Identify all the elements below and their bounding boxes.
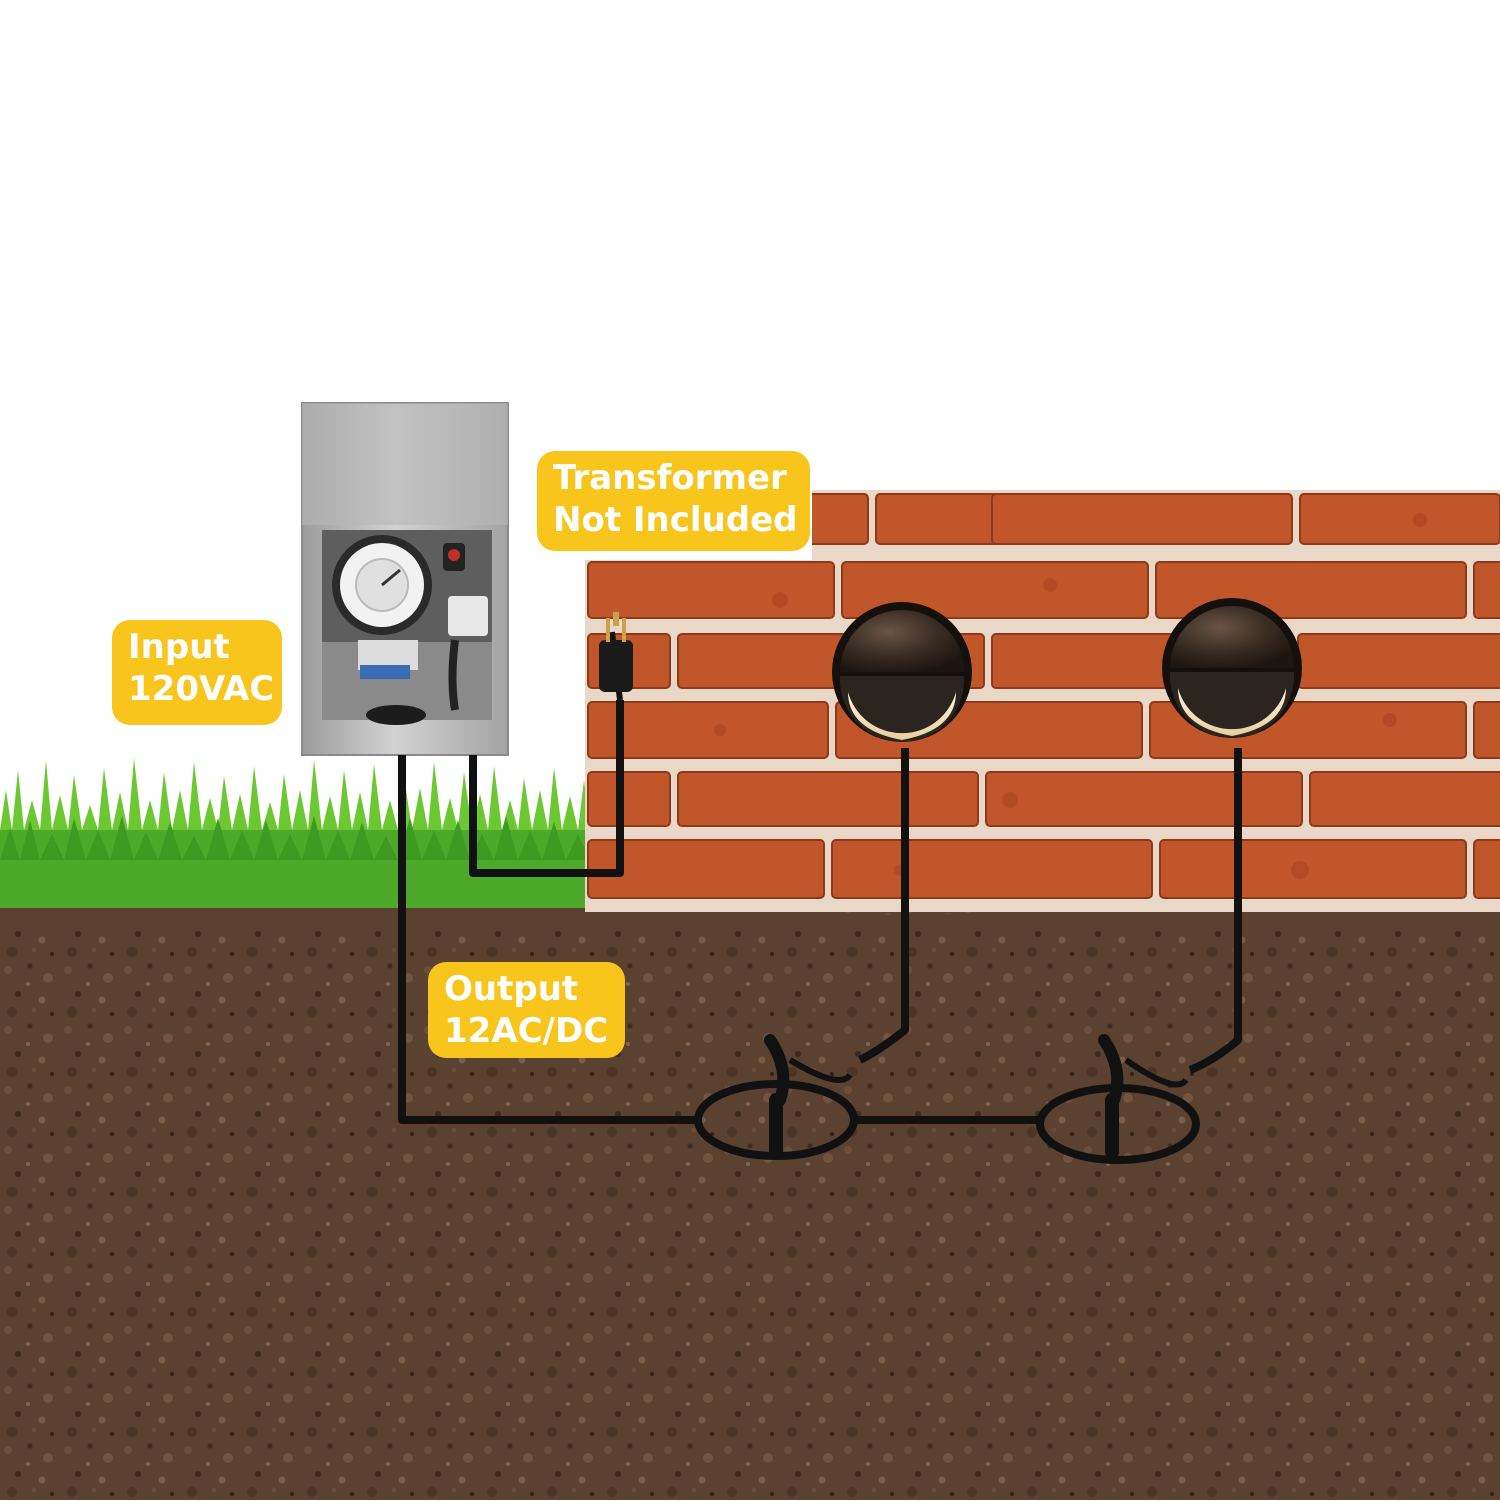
transformer-box-icon bbox=[301, 402, 509, 756]
input-callout-line1: Input bbox=[128, 627, 230, 667]
transformer-callout-line2: Not Included bbox=[553, 500, 798, 540]
output-callout-line2: 12AC/DC bbox=[444, 1011, 609, 1051]
transformer-callout-line1: Transformer bbox=[553, 458, 787, 498]
wire-connector-icon bbox=[694, 1034, 858, 1160]
input-wire bbox=[469, 700, 624, 877]
grass-strip bbox=[0, 758, 590, 908]
light-1-wire bbox=[858, 748, 909, 1064]
step-light-icon bbox=[832, 602, 972, 742]
output-voltage-callout: Output 12AC/DC bbox=[428, 962, 625, 1058]
step-light-icon bbox=[1162, 598, 1302, 738]
light-2-wire bbox=[1188, 748, 1242, 1074]
wire-connector-icon bbox=[1036, 1034, 1200, 1164]
input-voltage-callout: Input 120VAC bbox=[112, 620, 282, 725]
power-plug-icon bbox=[599, 612, 633, 701]
input-callout-line2: 120VAC bbox=[128, 669, 275, 709]
brick-wall bbox=[585, 490, 1500, 912]
wire-runs bbox=[398, 700, 1242, 1124]
output-callout-line1: Output bbox=[444, 969, 579, 1009]
output-main-wire bbox=[398, 755, 700, 1124]
soil-ground bbox=[0, 889, 1500, 1500]
transformer-not-included-callout: Transformer Not Included bbox=[537, 451, 810, 551]
